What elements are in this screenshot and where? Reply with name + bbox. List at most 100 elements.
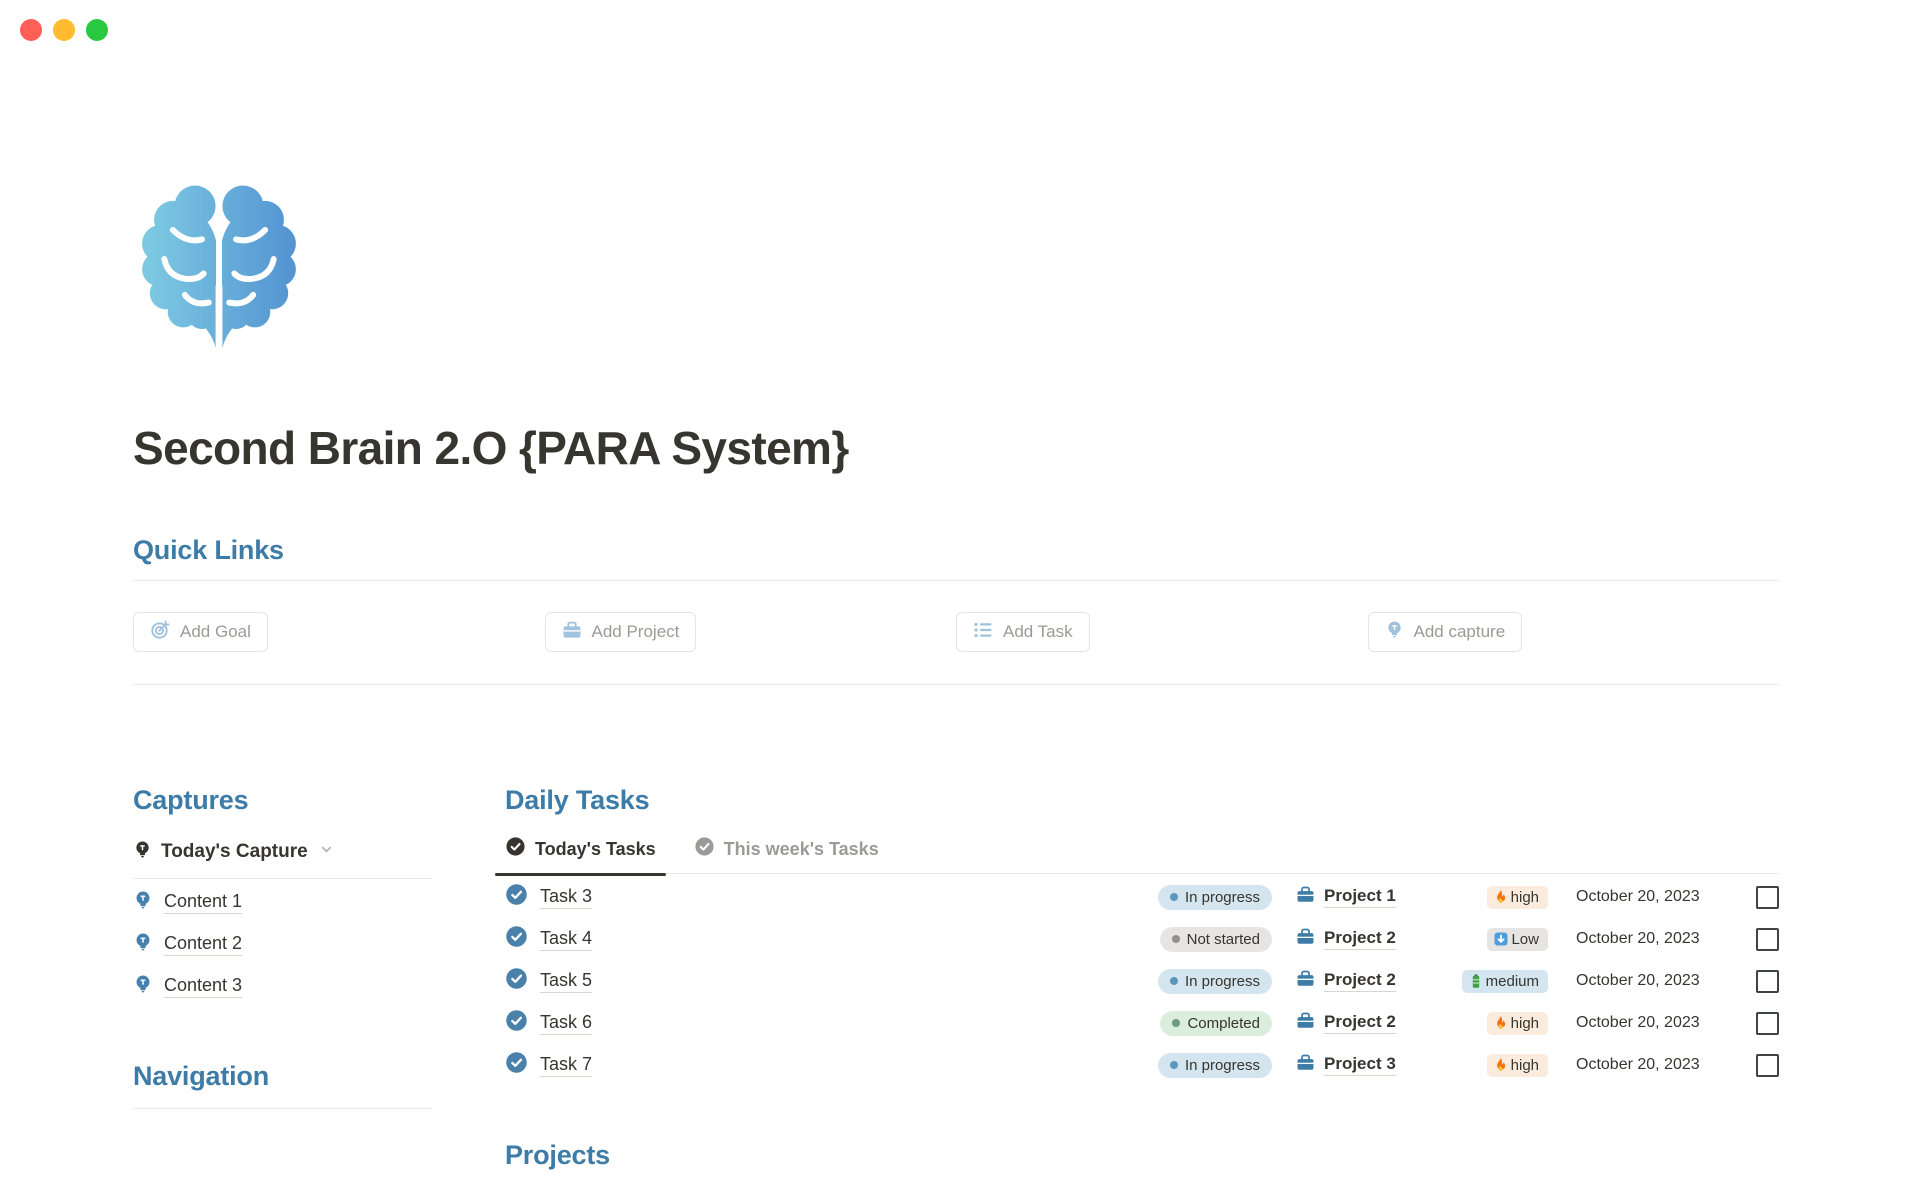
- status-label: Completed: [1187, 1014, 1260, 1032]
- project-link[interactable]: Project 2: [1296, 1011, 1444, 1035]
- status-badge[interactable]: In progress: [1157, 1052, 1272, 1078]
- done-checkbox[interactable]: [1756, 885, 1779, 909]
- check-circle-icon: [505, 967, 528, 995]
- status-badge[interactable]: Completed: [1160, 1010, 1272, 1036]
- check-circle-icon: [505, 883, 528, 911]
- done-checkbox[interactable]: [1756, 1053, 1779, 1077]
- daily-tasks-tabs: Today's Tasks This week's Tasks: [495, 836, 1779, 876]
- capture-item-label: Content 2: [164, 933, 243, 956]
- priority-label: Low: [1511, 930, 1539, 948]
- project-name: Project 2: [1324, 928, 1396, 950]
- task-link[interactable]: Task 4: [505, 925, 1100, 953]
- navigation-section: Navigation: [133, 1061, 433, 1109]
- tab-label: This week's Tasks: [723, 838, 879, 859]
- projects-heading: Projects: [505, 1140, 610, 1170]
- capture-item[interactable]: Content 3: [133, 965, 433, 1007]
- check-circle-icon: [505, 1051, 528, 1079]
- lightbulb-icon: [133, 890, 153, 915]
- due-date: October 20, 2023: [1576, 930, 1700, 947]
- lightbulb-icon: [133, 974, 153, 999]
- task-link[interactable]: Task 3: [505, 883, 1100, 911]
- add-goal-label: Add Goal: [180, 622, 251, 641]
- status-dot-icon: [1169, 893, 1178, 901]
- due-date: October 20, 2023: [1576, 1014, 1700, 1031]
- check-circle-icon: [694, 836, 715, 862]
- add-project-label: Add Project: [591, 622, 680, 641]
- check-circle-icon: [505, 925, 528, 953]
- priority-badge[interactable]: Low: [1487, 927, 1548, 951]
- priority-badge[interactable]: high: [1486, 1053, 1548, 1077]
- checklist-icon: [973, 620, 993, 645]
- add-capture-label: Add capture: [1413, 622, 1506, 641]
- captures-section: Captures Today's Capture: [133, 785, 433, 1171]
- priority-badge[interactable]: medium: [1461, 969, 1548, 993]
- close-window-button[interactable]: [20, 19, 42, 41]
- minimize-window-button[interactable]: [53, 19, 75, 41]
- add-task-button[interactable]: Add Task: [956, 612, 1090, 652]
- flame-icon: [1496, 1016, 1505, 1030]
- lightbulb-icon: [1385, 620, 1404, 644]
- status-badge[interactable]: Not started: [1159, 926, 1272, 952]
- due-date: October 20, 2023: [1576, 972, 1700, 989]
- capture-item[interactable]: Content 2: [133, 923, 433, 965]
- status-label: Not started: [1186, 930, 1260, 948]
- zoom-window-button[interactable]: [86, 19, 108, 41]
- divider: [133, 1108, 433, 1109]
- divider: [133, 580, 1779, 581]
- capture-item[interactable]: Content 1: [133, 881, 433, 923]
- task-link[interactable]: Task 7: [505, 1051, 1100, 1079]
- chevron-down-icon: [319, 842, 334, 862]
- tab-todays-tasks[interactable]: Today's Tasks: [495, 836, 666, 876]
- add-goal-button[interactable]: Add Goal: [133, 612, 268, 652]
- capture-view-label: Today's Capture: [161, 841, 308, 862]
- done-checkbox[interactable]: [1756, 1011, 1779, 1035]
- task-name: Task 7: [540, 1054, 593, 1077]
- daily-tasks-section: Daily Tasks Today's Tasks: [495, 785, 1779, 1171]
- capture-item-label: Content 3: [164, 975, 243, 998]
- page-content: Second Brain 2.O {PARA System} Quick Lin…: [133, 0, 1779, 1171]
- capture-items: Content 1 Content 2: [133, 881, 433, 1007]
- add-task-label: Add Task: [1003, 622, 1073, 641]
- project-link[interactable]: Project 2: [1296, 927, 1444, 951]
- priority-label: high: [1510, 1056, 1539, 1074]
- quick-links-section: Quick Links Add Goal: [133, 535, 1779, 685]
- project-link[interactable]: Project 3: [1296, 1053, 1444, 1077]
- project-name: Project 2: [1324, 970, 1396, 992]
- project-name: Project 3: [1324, 1054, 1396, 1076]
- briefcase-icon: [1296, 1053, 1315, 1077]
- add-project-button[interactable]: Add Project: [544, 612, 697, 652]
- check-circle-icon: [505, 836, 526, 862]
- priority-label: high: [1510, 1014, 1539, 1032]
- due-date: October 20, 2023: [1576, 1056, 1700, 1073]
- daily-tasks-heading: Daily Tasks: [505, 785, 650, 815]
- status-dot-icon: [1172, 1019, 1181, 1027]
- quick-links-heading: Quick Links: [133, 535, 284, 565]
- task-link[interactable]: Task 6: [505, 1009, 1100, 1037]
- table-row: Task 7 In progress Project 3 high Oc: [505, 1044, 1779, 1086]
- done-checkbox[interactable]: [1756, 969, 1779, 993]
- table-row: Task 4 Not started Project 2 Low Oct: [505, 918, 1779, 960]
- briefcase-icon: [1296, 927, 1315, 951]
- task-name: Task 3: [540, 886, 593, 909]
- flame-icon: [1496, 1058, 1505, 1072]
- task-name: Task 5: [540, 970, 593, 993]
- lightbulb-icon: [133, 840, 152, 864]
- capture-view-selector[interactable]: Today's Capture: [133, 840, 433, 879]
- priority-badge[interactable]: high: [1486, 885, 1548, 909]
- briefcase-icon: [562, 620, 582, 645]
- project-link[interactable]: Project 1: [1296, 885, 1444, 909]
- battery-icon: [1472, 974, 1479, 988]
- status-badge[interactable]: In progress: [1157, 884, 1272, 910]
- done-checkbox[interactable]: [1756, 927, 1779, 951]
- project-link[interactable]: Project 2: [1296, 969, 1444, 993]
- priority-badge[interactable]: high: [1486, 1011, 1548, 1035]
- task-link[interactable]: Task 5: [505, 967, 1100, 995]
- status-dot-icon: [1171, 935, 1180, 943]
- status-badge[interactable]: In progress: [1157, 968, 1272, 994]
- add-capture-button[interactable]: Add capture: [1367, 612, 1523, 652]
- due-date: October 20, 2023: [1576, 888, 1700, 905]
- tab-this-weeks-tasks[interactable]: This week's Tasks: [694, 836, 879, 862]
- divider: [133, 684, 1779, 685]
- task-name: Task 4: [540, 928, 593, 951]
